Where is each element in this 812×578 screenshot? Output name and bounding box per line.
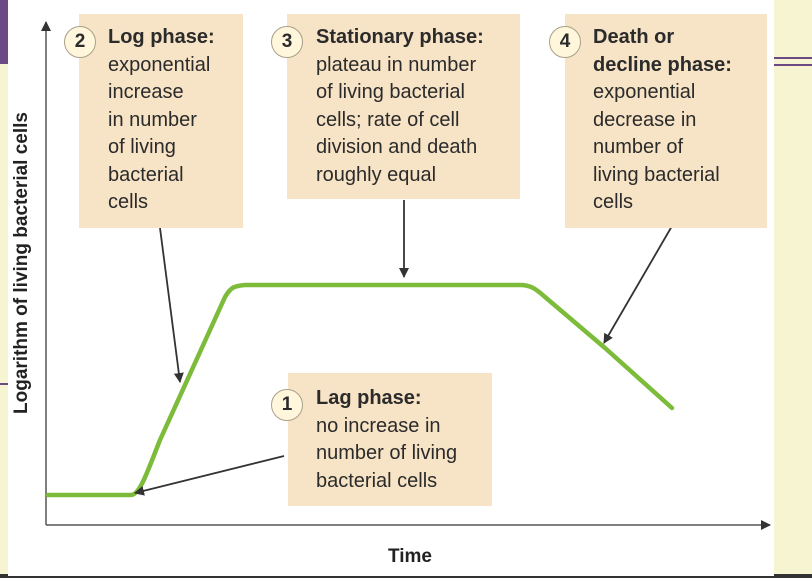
log-phase-pointer [159,227,184,383]
phase-description: exponential decrease in number of living… [593,81,720,213]
phase-description: plateau in number of living bacterial ce… [316,53,478,186]
stationary-phase-callout: 3 Stationary phase: plateau in number of… [271,14,520,199]
phase-title: Log phase: [108,26,215,48]
slide-accent-block [0,0,10,62]
y-axis-label-text: Logarithm of living bacterial cells [11,112,32,414]
phase-title: Lag phase: [316,387,422,409]
phase-description: no increase in number of living bacteria… [316,414,458,492]
growth-curve [45,282,675,498]
x-axis-label-text: Time [387,546,432,567]
slide-accent-rule-right [773,57,812,66]
death-phase-pointer [603,225,673,344]
phase-description: exponential increase in number of living… [108,53,211,214]
phase-number-badge: 1 [271,389,303,421]
phase-number-badge: 2 [64,26,96,58]
lag-phase-callout: 1 Lag phase: no increase in number of li… [271,373,492,506]
phase-number-badge: 3 [271,26,303,58]
phase-title: Stationary phase: [316,26,484,48]
phase-number-badge: 4 [549,26,581,58]
death-phase-callout: 4 Death or decline phase: exponential de… [549,14,767,228]
log-phase-callout: 2 Log phase: exponential increase in num… [64,14,243,228]
slide-bottom-bar [0,574,812,578]
lag-phase-pointer [134,455,285,496]
phase-title: Death or decline phase: [593,26,732,76]
